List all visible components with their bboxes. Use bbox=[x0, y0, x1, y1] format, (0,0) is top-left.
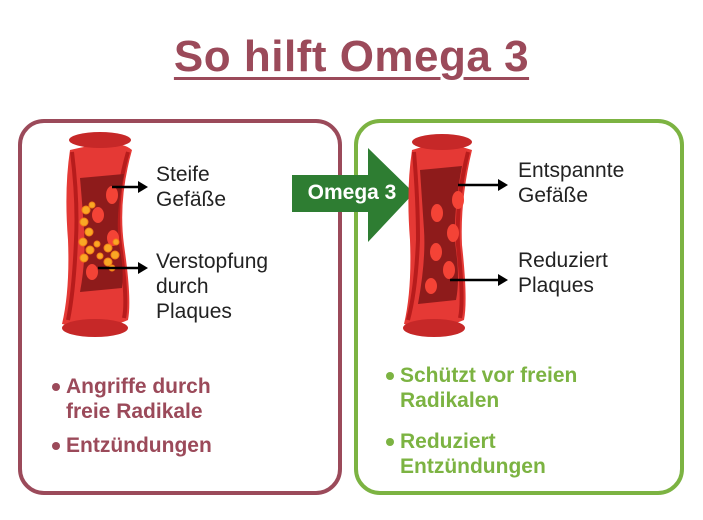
bullet-dot bbox=[386, 438, 394, 446]
omega3-arrow bbox=[292, 148, 414, 242]
left-bullet-item: Angriffe durch freie Radikale bbox=[52, 374, 212, 424]
right-bullet-list: Schützt vor freien Radikalen Reduziert E… bbox=[386, 363, 577, 479]
label-stiff-vessels: Steife Gefäße bbox=[156, 163, 227, 211]
bullet-dot bbox=[52, 442, 60, 450]
pointer-arrow-right-top bbox=[458, 179, 508, 191]
pointer-arrow-left-bottom bbox=[98, 262, 148, 274]
bullet-dot bbox=[52, 383, 60, 391]
label-reduced-plaques: Reduziert Plaques bbox=[518, 249, 608, 297]
narrow-vessel-illustration bbox=[62, 132, 132, 337]
label-relaxed-vessels: Entspannte Gefäße bbox=[518, 159, 625, 207]
left-bullet-list: Angriffe durch freie Radikale Entzündung… bbox=[52, 374, 212, 458]
page-title: So hilft Omega 3 bbox=[173, 32, 530, 81]
pointer-arrow-left-top bbox=[112, 181, 148, 193]
right-bullet-item: Reduziert Entzündungen bbox=[386, 429, 577, 479]
bullet-dot bbox=[386, 372, 394, 380]
right-bullet-item: Schützt vor freien Radikalen bbox=[386, 363, 577, 413]
healthy-vessel-illustration bbox=[403, 134, 472, 337]
label-plaque-blockage: Verstopfung durch Plaques bbox=[156, 250, 269, 323]
omega3-arrow-label: Omega 3 bbox=[307, 181, 397, 204]
left-bullet-item: Entzündungen bbox=[52, 433, 212, 458]
pointer-arrow-right-bottom bbox=[450, 274, 508, 286]
